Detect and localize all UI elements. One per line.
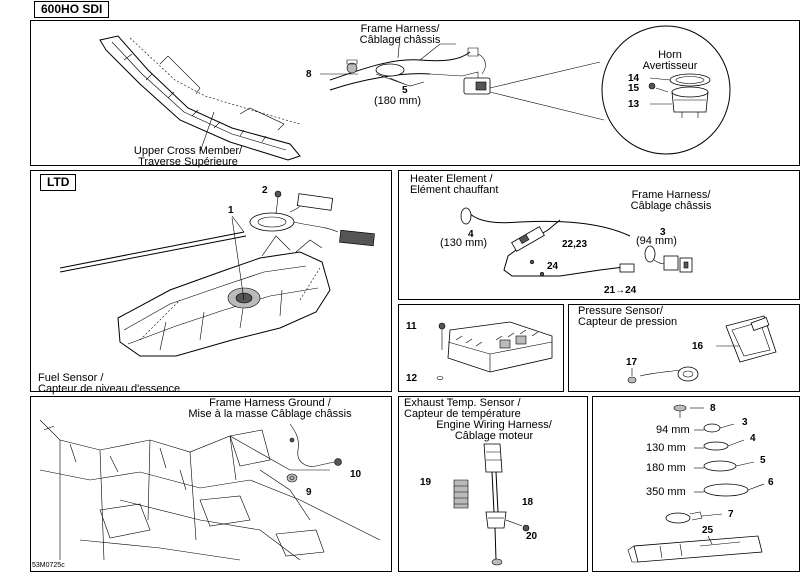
heater-element-panel xyxy=(398,170,800,300)
fuel-sensor-drawing xyxy=(59,190,375,273)
hardware-number-25: 25 xyxy=(702,525,714,536)
hardware-number-3: 3 xyxy=(742,417,748,428)
part-5-length: (180 mm) xyxy=(374,95,422,107)
part-3-length: (94 mm) xyxy=(636,235,677,247)
part-number-9: 9 xyxy=(306,487,312,498)
part-number-19: 19 xyxy=(420,477,432,488)
part-number-2: 2 xyxy=(262,185,268,196)
part-number-10: 10 xyxy=(350,469,362,480)
tie-length-180: 180 mm xyxy=(646,462,686,474)
hardware-number-4: 4 xyxy=(750,433,756,444)
engine-wiring-harness-label: Engine Wiring Harness/ Câblage moteur xyxy=(436,419,552,442)
fuse-box-drawing xyxy=(436,321,553,380)
part-number-24: 24 xyxy=(547,261,559,272)
part-number-15: 15 xyxy=(628,83,640,94)
tie-length-350: 350 mm xyxy=(646,486,686,498)
hardware-number-6: 6 xyxy=(768,477,774,488)
hardware-number-5: 5 xyxy=(760,455,766,466)
part-number-11: 11 xyxy=(406,321,417,332)
part-number-4: 4 xyxy=(468,229,474,240)
tie-length-94: 94 mm xyxy=(656,424,690,436)
fuel-tank-drawing xyxy=(117,217,331,357)
ground-wire-drawing xyxy=(286,423,342,483)
hardware-number-7: 7 xyxy=(728,509,734,520)
frame-harness-drawing xyxy=(320,35,491,95)
horn-callout xyxy=(489,25,731,155)
part-number-13: 13 xyxy=(628,99,640,110)
part-number-21-24: 21→24 xyxy=(604,285,637,296)
diagram-code: 53M0725c xyxy=(32,562,65,569)
fuel-sensor-label: Fuel Sensor / Capteur de niveau d'essenc… xyxy=(38,372,181,395)
heater-harness-drawing xyxy=(460,207,693,277)
frame-structure-drawing xyxy=(39,419,381,561)
exhaust-temp-label: Exhaust Temp. Sensor / Capteur de tempér… xyxy=(404,397,521,420)
heater-element-label: Heater Element / Elément chauffant xyxy=(410,173,499,196)
part-number-16: 16 xyxy=(692,341,704,352)
part-number-22-23: 22,23 xyxy=(562,239,588,250)
top-panel xyxy=(30,20,800,166)
upper-cross-member-drawing xyxy=(99,35,301,161)
hardware-drawing xyxy=(627,404,765,563)
part-4-length: (130 mm) xyxy=(440,237,488,249)
part-number-20: 20 xyxy=(526,531,538,542)
part-number-8: 8 xyxy=(306,69,312,80)
part-number-14: 14 xyxy=(628,73,640,84)
part-number-12: 12 xyxy=(406,373,418,384)
upper-cross-member-label: Upper Cross Member/ Traverse Supérieure xyxy=(133,145,243,168)
pressure-sensor-drawing xyxy=(627,315,777,384)
frame-harness-ground-label: Frame Harness Ground / Mise à la masse C… xyxy=(188,397,352,420)
part-number-17: 17 xyxy=(626,357,638,368)
tie-length-130: 130 mm xyxy=(646,442,686,454)
part-number-18: 18 xyxy=(522,497,534,508)
part-number-3: 3 xyxy=(660,227,666,238)
heater-frame-harness-label: Frame Harness/ Câblage châssis xyxy=(630,189,712,212)
ltd-tag: LTD xyxy=(40,174,77,191)
hardware-number-8: 8 xyxy=(710,403,716,414)
part-number-5: 5 xyxy=(402,85,408,96)
frame-ground-panel xyxy=(30,396,392,572)
frame-harness-label: Frame Harness/ Câblage châssis xyxy=(359,23,441,46)
exhaust-sensor-drawing xyxy=(453,443,530,566)
model-tag: 600HO SDI xyxy=(34,1,110,18)
part-number-1: 1 xyxy=(228,205,234,216)
horn-label: Horn Avertisseur xyxy=(642,49,698,72)
pressure-sensor-label: Pressure Sensor/ Capteur de pression xyxy=(578,305,678,328)
